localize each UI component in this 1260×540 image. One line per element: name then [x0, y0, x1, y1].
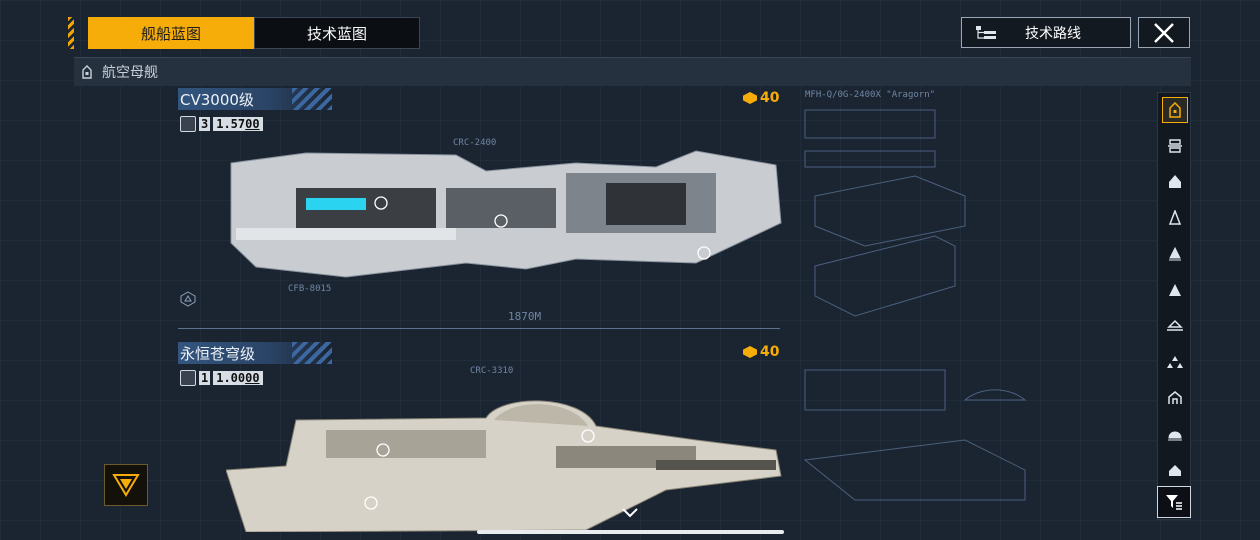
- sidebar-item-fighter[interactable]: [1162, 349, 1188, 375]
- ship-ratio-2-suffix: 00: [245, 371, 260, 385]
- ship-cost-1-value: 40: [760, 90, 780, 106]
- ship-ratio-1-value: 1.57: [216, 117, 246, 131]
- battlecruiser-icon: [1168, 139, 1182, 153]
- frigate-icon: [1169, 246, 1181, 261]
- ship-level-1: 3: [199, 117, 211, 131]
- chevron-down-icon[interactable]: [620, 506, 640, 520]
- ship-name-2-text: 永恒苍穹级: [180, 344, 256, 363]
- corvette-icon: [1169, 284, 1181, 296]
- sidebar-item-corvette[interactable]: [1162, 277, 1188, 303]
- sidebar-item-module[interactable]: [1162, 421, 1188, 447]
- destroyer-icon: [1168, 210, 1182, 225]
- ship-cost-1: 40: [743, 90, 779, 106]
- ship-panel-2[interactable]: 永恒苍穹级 1 1.0000 40 CRC-3310: [178, 342, 788, 532]
- ship-ratio-1-suffix: 00: [245, 117, 260, 131]
- ship-1-blueprint-views: [804, 109, 966, 317]
- station-icon: [1168, 391, 1182, 404]
- annotation-length-1: 1870M: [508, 310, 542, 323]
- ship-cost-2-value: 40: [760, 344, 780, 360]
- annotation-right-1: MFH-Q/0G-2400X "Aragorn": [805, 90, 936, 100]
- hex-marker-icon: [180, 291, 196, 307]
- category-label: 航空母舰: [102, 65, 158, 81]
- resource-icon: [743, 346, 757, 358]
- fighter-icon: [1167, 356, 1183, 368]
- command-emblem-button[interactable]: [104, 464, 148, 506]
- ship-ratio-1: 1.5700: [213, 117, 263, 131]
- ship-stats-2: 1 1.0000: [180, 370, 263, 386]
- ship-name-2: 永恒苍穹级: [178, 342, 332, 364]
- tab-ship-blueprint[interactable]: 舰船蓝图: [88, 17, 254, 49]
- ship-name-1: CV3000级: [178, 88, 332, 110]
- ship-cost-2: 40: [743, 344, 779, 360]
- close-button[interactable]: [1138, 17, 1190, 48]
- ship-name-1-text: CV3000级: [180, 90, 254, 109]
- support-icon: [1167, 319, 1183, 331]
- tech-route-label: 技术路线: [1025, 25, 1081, 42]
- resource-icon: [743, 92, 757, 104]
- module-icon: [1168, 431, 1182, 441]
- tech-route-button[interactable]: 技术路线: [961, 17, 1131, 48]
- misc-icon: [1169, 465, 1181, 476]
- ship-2-blueprint-views: [803, 369, 1027, 501]
- tab-accent-stripe: [68, 17, 74, 49]
- title-stripes: [292, 88, 332, 110]
- eye-icon: [180, 370, 196, 386]
- emblem-icon: [112, 474, 140, 497]
- globe-icon: [180, 116, 196, 132]
- ship-ratio-2-value: 1.00: [216, 371, 246, 385]
- scale-ruler-1: [178, 328, 780, 335]
- annotation-bottom-1: CFB-8015: [288, 284, 332, 294]
- title-stripes: [292, 342, 332, 364]
- sidebar-item-battlecruiser[interactable]: [1162, 133, 1188, 159]
- top-tab-bar: 舰船蓝图 技术蓝图: [68, 17, 420, 49]
- ship-ratio-2: 1.0000: [213, 371, 263, 385]
- sidebar-item-misc[interactable]: [1162, 457, 1188, 483]
- ship-1-model: [230, 150, 782, 278]
- ship-stats-1: 3 1.5700: [180, 116, 263, 132]
- close-icon: [1154, 22, 1174, 43]
- sidebar-item-destroyer[interactable]: [1162, 205, 1188, 231]
- carrier-category-icon: [82, 65, 92, 79]
- filter-icon: [1166, 495, 1182, 510]
- ship-level-2: 1: [199, 371, 211, 385]
- carrier-icon: [1169, 102, 1181, 118]
- annotation-top-1: CRC-2400: [453, 138, 497, 148]
- sidebar-item-frigate[interactable]: [1162, 241, 1188, 267]
- sidebar-item-support[interactable]: [1162, 313, 1188, 339]
- filter-button[interactable]: [1157, 486, 1191, 518]
- home-indicator: [477, 530, 784, 534]
- tree-icon: [976, 25, 996, 39]
- tab-tech-blueprint[interactable]: 技术蓝图: [254, 17, 420, 49]
- category-bar[interactable]: 航空母舰: [74, 57, 1191, 86]
- sidebar-item-carrier[interactable]: [1162, 97, 1188, 123]
- cruiser-icon: [1169, 175, 1181, 188]
- ship-panel-1[interactable]: CV3000级 3 1.5700 40 CRC-2400 CFB-8015 18…: [178, 88, 788, 338]
- ship-2-model: [226, 400, 782, 532]
- sidebar-item-station[interactable]: [1162, 385, 1188, 411]
- ship-class-sidebar: [1157, 92, 1191, 520]
- annotation-top-2: CRC-3310: [470, 366, 514, 376]
- sidebar-item-cruiser[interactable]: [1162, 169, 1188, 195]
